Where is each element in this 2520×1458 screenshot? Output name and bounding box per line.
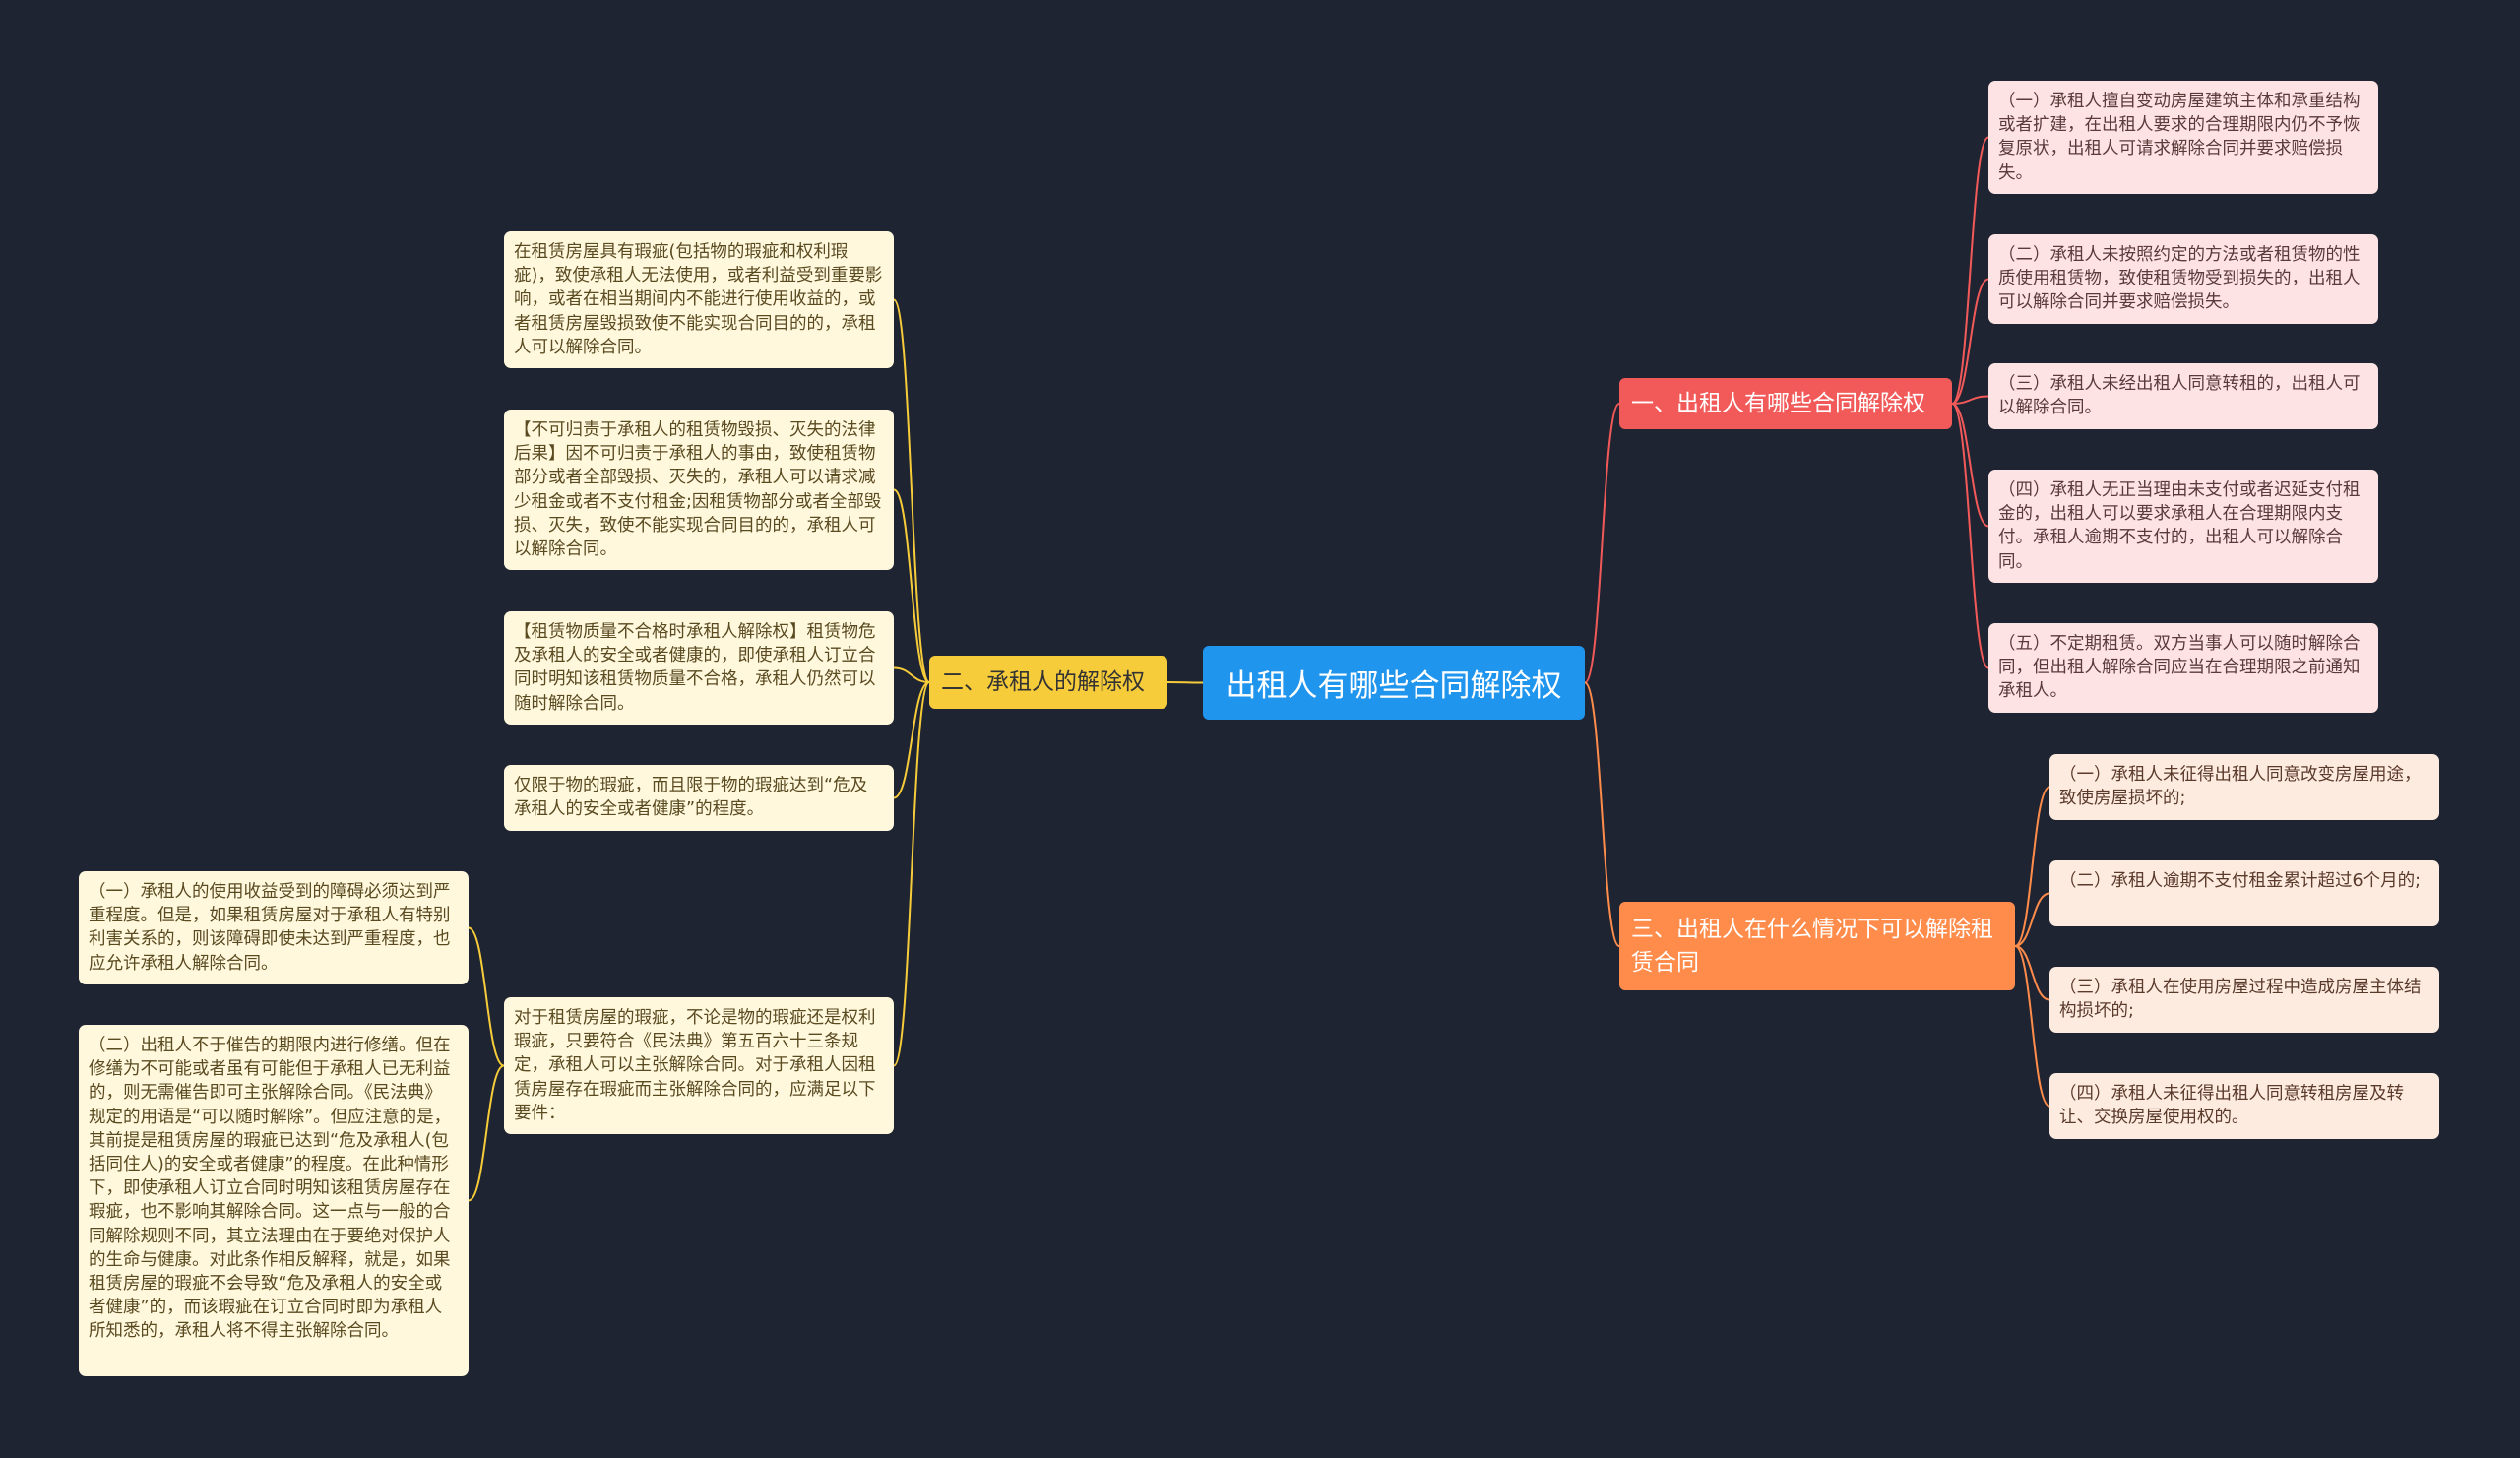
connector-branch-1-leaf-1 — [1951, 136, 1989, 405]
connector-branch-3-leaf-4 — [2014, 945, 2050, 1108]
branch-3-leaf-3[interactable]: （三）承租人在使用房屋过程中造成房屋主体结构损坏的; — [2049, 967, 2439, 1033]
branch-1-node[interactable]: 一、出租人有哪些合同解除权 — [1619, 378, 1952, 429]
connector-branch-1-leaf-3 — [1951, 395, 1989, 405]
branch-1-leaf-1[interactable]: （一）承租人擅自变动房屋建筑主体和承重结构或者扩建，在出租人要求的合理期限内仍不… — [1988, 81, 2378, 194]
connector-branch-1-node — [1584, 403, 1620, 684]
connector-branch-3-leaf-3 — [2014, 945, 2050, 1001]
connector-branch-2-leaf-4 — [893, 681, 930, 799]
connector-branch-2-node — [1166, 681, 1204, 684]
connector-branch-1-leaf-2 — [1951, 278, 1989, 405]
branch-3-leaf-4[interactable]: （四）承租人未征得出租人同意转租房屋及转让、交换房屋使用权的。 — [2049, 1073, 2439, 1139]
connector-branch-1-leaf-4 — [1951, 403, 1989, 528]
branch-2-leaf-4[interactable]: 仅限于物的瑕疵，而且限于物的瑕疵达到“危及承租人的安全或者健康”的程度。 — [504, 765, 894, 831]
connector-branch-2-subleaf-1 — [468, 926, 505, 1067]
connector-branch-2-subleaf-2 — [468, 1064, 505, 1202]
branch-1-leaf-4[interactable]: （四）承租人无正当理由未支付或者迟延支付租金的，出租人可以要求承租人在合理期限内… — [1988, 470, 2378, 583]
branch-3-node[interactable]: 三、出租人在什么情况下可以解除租赁合同 — [1619, 902, 2015, 990]
branch-2-subleaf-1[interactable]: （一）承租人的使用收益受到的障碍必须达到严重程度。但是，如果租赁房屋对于承租人有… — [79, 871, 469, 984]
root-node[interactable]: 出租人有哪些合同解除权 — [1203, 646, 1585, 720]
branch-2-node[interactable]: 二、承租人的解除权 — [929, 656, 1167, 709]
branch-2-subleaf-2[interactable]: （二）出租人不于催告的期限内进行修缮。但在修缮为不可能或者虽有可能但于承租人已无… — [79, 1025, 469, 1376]
branch-3-leaf-1[interactable]: （一）承租人未征得出租人同意改变房屋用途，致使房屋损坏的; — [2049, 754, 2439, 820]
connector-branch-2-leaf-3 — [893, 666, 930, 683]
connector-branch-3-leaf-1 — [2014, 786, 2050, 947]
connector-branch-3-node — [1584, 681, 1620, 947]
connector-branch-2-leaf-2 — [893, 488, 930, 683]
branch-2-leaf-5[interactable]: 对于租赁房屋的瑕疵，不论是物的瑕疵还是权利瑕疵，只要符合《民法典》第五百六十三条… — [504, 997, 894, 1134]
branch-1-leaf-3[interactable]: （三）承租人未经出租人同意转租的，出租人可以解除合同。 — [1988, 363, 2378, 429]
branch-3-leaf-2[interactable]: （二）承租人逾期不支付租金累计超过6个月的; — [2049, 860, 2439, 926]
branch-1-leaf-2[interactable]: （二）承租人未按照约定的方法或者租赁物的性质使用租赁物，致使租赁物受到损失的，出… — [1988, 234, 2378, 324]
branch-2-leaf-1[interactable]: 在租赁房屋具有瑕疵(包括物的瑕疵和权利瑕疵)，致使承租人无法使用，或者利益受到重… — [504, 231, 894, 368]
connector-branch-3-leaf-2 — [2014, 892, 2050, 947]
connector-branch-1-leaf-5 — [1951, 403, 1989, 669]
branch-2-leaf-2[interactable]: 【不可归责于承租人的租赁物毁损、灭失的法律后果】因不可归责于承租人的事由，致使租… — [504, 410, 894, 570]
connector-branch-2-leaf-5 — [893, 681, 930, 1067]
branch-1-leaf-5[interactable]: （五）不定期租赁。双方当事人可以随时解除合同，但出租人解除合同应当在合理期限之前… — [1988, 623, 2378, 713]
branch-2-leaf-3[interactable]: 【租赁物质量不合格时承租人解除权】租赁物危及承租人的安全或者健康的，即使承租人订… — [504, 611, 894, 725]
connector-branch-2-leaf-1 — [893, 298, 930, 683]
